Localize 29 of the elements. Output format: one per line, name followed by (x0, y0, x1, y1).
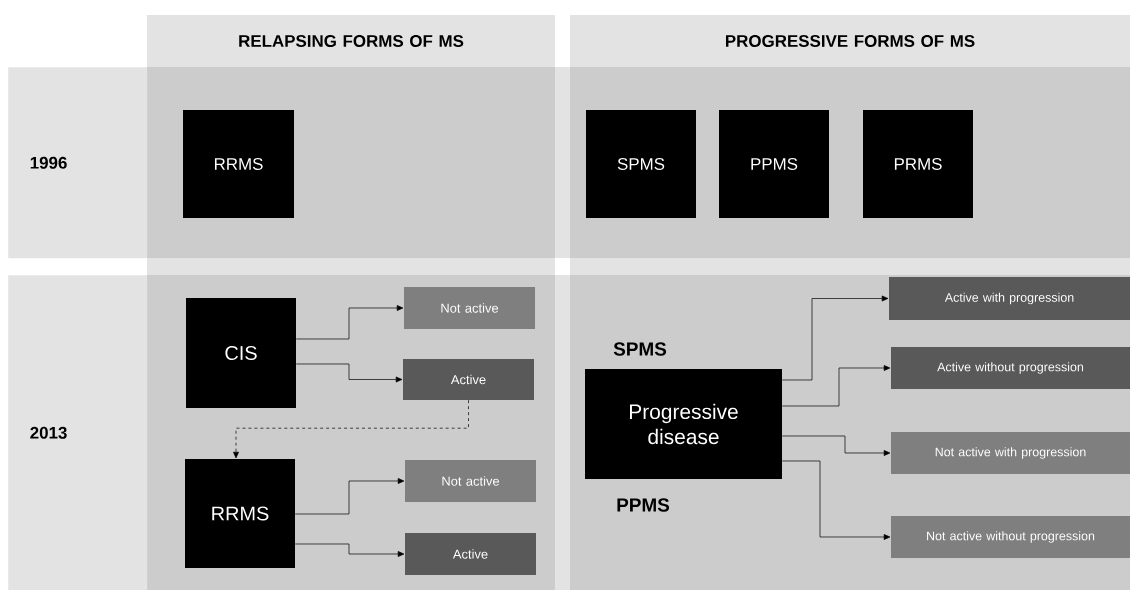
category-box: CIS (186, 298, 296, 408)
arrow (294, 478, 405, 515)
activity-box: Active without progression (891, 347, 1130, 389)
arrow (781, 460, 891, 540)
year-header: 2013 (8, 275, 148, 590)
activity-box: Active with progression (889, 277, 1130, 320)
arrow (781, 295, 889, 381)
category-box: SPMS (586, 110, 696, 218)
activity-box: Active (403, 359, 534, 400)
arrow (233, 399, 469, 459)
arrow (295, 305, 404, 340)
arrow (781, 435, 891, 456)
category-box: PRMS (863, 110, 973, 218)
column-header: RELAPSING FORMS OF MS (147, 15, 555, 67)
category-box: RRMS (183, 110, 294, 218)
category-box: Progressive disease (585, 369, 782, 479)
activity-box: Not active with progression (891, 432, 1130, 474)
arrow (294, 543, 405, 557)
arrow (781, 365, 891, 407)
column-header: PROGRESSIVE FORMS OF MS (570, 15, 1130, 67)
side-label: PPMS (617, 498, 670, 512)
category-box: PPMS (719, 110, 829, 218)
year-header: 1996 (8, 67, 148, 259)
activity-box: Not active (404, 287, 535, 329)
activity-box: Active (405, 533, 536, 575)
arrow (295, 363, 403, 383)
activity-box: Not active (405, 460, 536, 502)
activity-box: Not active without progression (891, 516, 1130, 558)
category-box: RRMS (185, 459, 295, 568)
